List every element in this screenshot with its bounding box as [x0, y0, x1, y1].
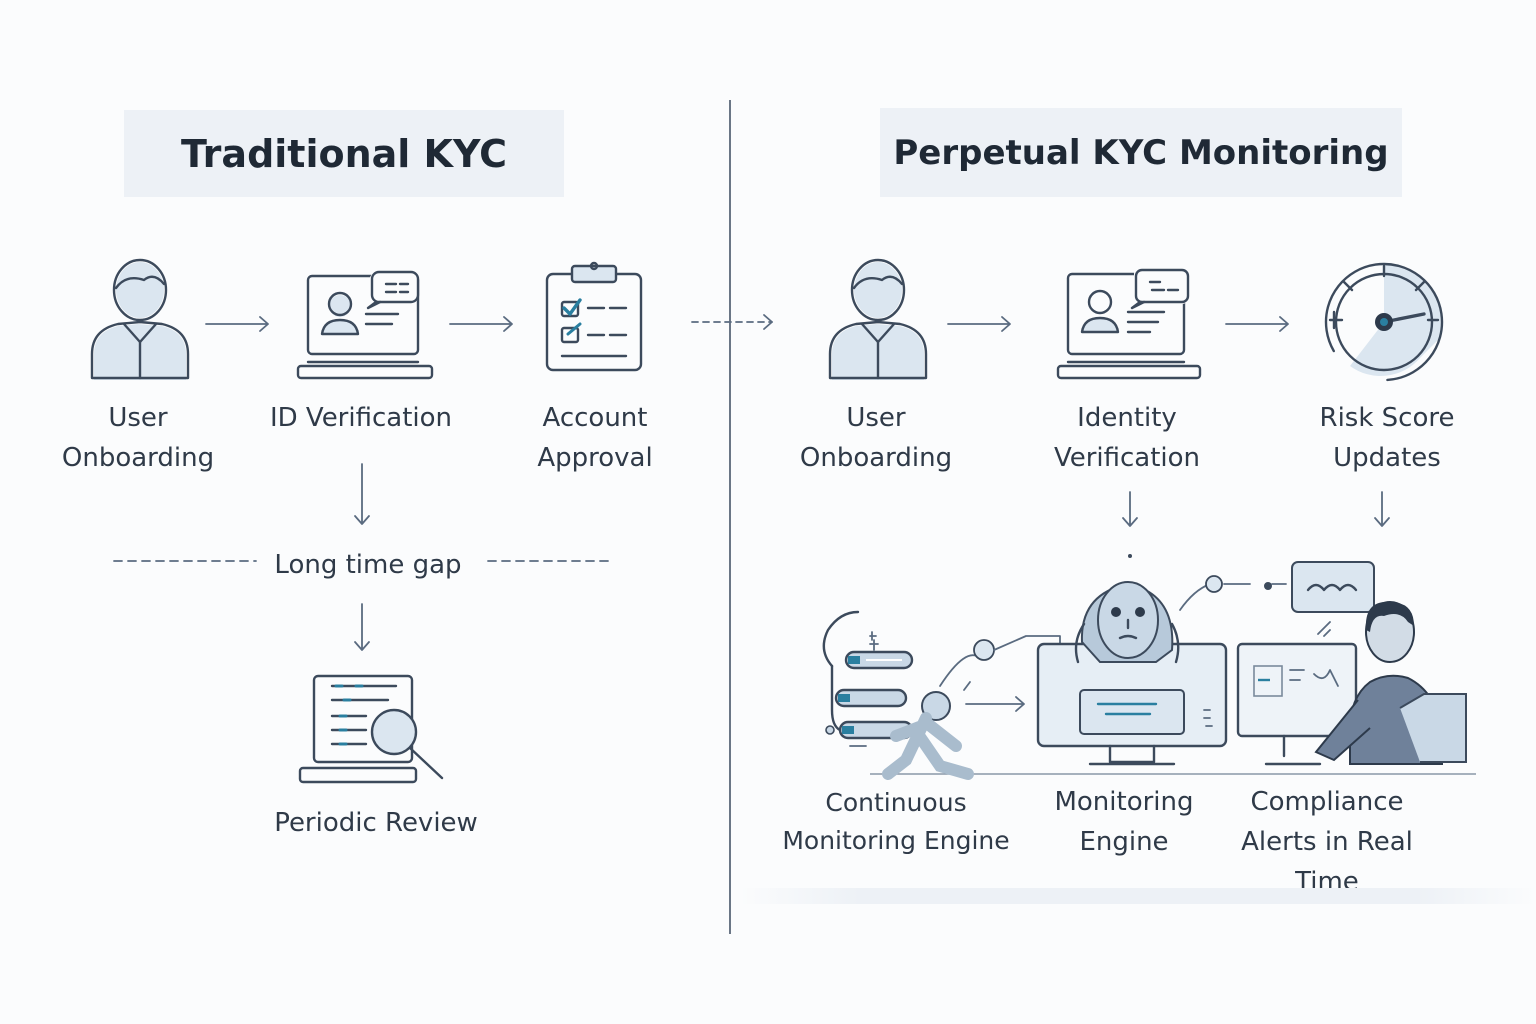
periodic-review-label: Periodic Review	[258, 803, 494, 843]
long-time-gap-label: Long time gap	[258, 545, 478, 585]
flow-arrow	[205, 316, 269, 332]
footer-band	[740, 888, 1536, 904]
step-label-line: Identity	[1077, 403, 1177, 433]
down-arrow	[354, 603, 370, 651]
step-label-line: User	[846, 403, 906, 433]
flow-arrow	[947, 316, 1011, 332]
step-label-line: Onboarding	[61, 443, 215, 473]
data-pipeline-illustration	[822, 610, 1061, 780]
monitoring-illustration	[822, 554, 1476, 780]
periodic-review-text: Periodic Review	[274, 808, 478, 838]
perpetual-kyc-title: Perpetual KYC Monitoring	[880, 108, 1402, 197]
step-label-line: ID Verification	[269, 403, 453, 433]
step-label-line: Risk Score	[1319, 403, 1455, 433]
dashed-line	[113, 560, 257, 562]
bottom-label-line: Alerts in Real	[1241, 827, 1413, 857]
monitoring-engine-label: Monitoring Engine	[1024, 782, 1224, 862]
user-icon	[90, 258, 190, 380]
step-label-identity-verification: Identity Verification	[1027, 398, 1227, 478]
down-arrow	[1374, 491, 1390, 527]
bottom-label-line: Monitoring	[1054, 787, 1194, 817]
step-label-line: Verification	[1053, 443, 1201, 473]
dashed-flow-arrow	[691, 314, 773, 330]
document-magnifier-icon	[298, 674, 444, 784]
analyst-workstation-illustration	[1236, 601, 1467, 766]
step-label-user-onboarding: User Onboarding	[38, 398, 238, 478]
user-icon	[828, 258, 928, 380]
step-label-line: Updates	[1333, 443, 1441, 473]
continuous-monitoring-engine-label: Continuous Monitoring Engine	[776, 784, 1016, 860]
bottom-label-line: Engine	[1079, 827, 1169, 857]
step-label-risk-score-updates: Risk Score Updates	[1287, 398, 1487, 478]
id-verification-icon	[1056, 268, 1202, 380]
center-divider	[729, 100, 731, 934]
step-label-line: Account	[542, 403, 648, 433]
bottom-label-line: Continuous	[825, 788, 967, 817]
flow-arrow	[1225, 316, 1289, 332]
ai-robot-monitor-illustration	[1036, 554, 1375, 766]
step-label-line: Onboarding	[799, 443, 953, 473]
step-label-account-approval: Account Approval	[495, 398, 695, 478]
step-label-line: User	[108, 403, 168, 433]
down-arrow	[354, 463, 370, 525]
gap-label-text: Long time gap	[274, 550, 462, 580]
step-label-user-onboarding: User Onboarding	[776, 398, 976, 478]
bottom-label-line: Compliance	[1250, 787, 1404, 817]
clipboard-checklist-icon	[545, 261, 643, 372]
down-arrow	[1122, 491, 1138, 527]
dashed-line	[487, 560, 613, 562]
compliance-alerts-label: Compliance Alerts in Real Time	[1222, 782, 1432, 902]
bottom-label-line: Monitoring Engine	[782, 826, 1010, 855]
traditional-kyc-title: Traditional KYC	[124, 110, 564, 197]
flow-arrow	[449, 316, 513, 332]
step-label-id-verification: ID Verification	[251, 398, 471, 438]
traditional-kyc-title-text: Traditional KYC	[180, 131, 508, 176]
step-label-line: Approval	[537, 443, 653, 473]
gauge-icon	[1324, 262, 1444, 382]
id-verification-icon	[296, 270, 434, 380]
perpetual-kyc-title-text: Perpetual KYC Monitoring	[893, 132, 1389, 173]
